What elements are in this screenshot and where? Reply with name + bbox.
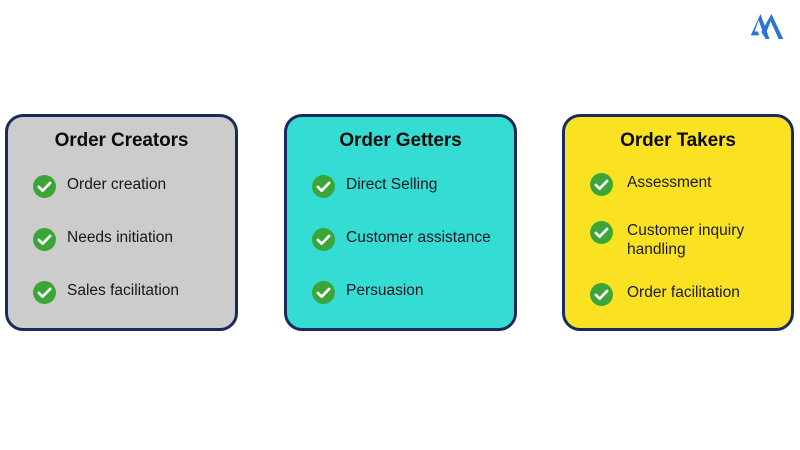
check-circle-icon <box>312 175 335 199</box>
check-circle-icon <box>312 228 335 251</box>
card-title: Order Getters <box>339 130 462 151</box>
list-item: Customer assistance <box>311 226 500 252</box>
list-item: Assessment <box>589 171 777 197</box>
card-item-list: Direct Selling Customer assistance Persu… <box>297 160 504 318</box>
list-item-label: Order facilitation <box>627 284 740 301</box>
list-item-label: Customer assistance <box>346 228 491 246</box>
list-item-label: Persuasion <box>346 281 424 299</box>
card-item-list: Order creation Needs initiation Sales fa… <box>18 160 225 318</box>
list-item-label: Needs initiation <box>67 228 173 246</box>
check-circle-icon <box>33 228 56 251</box>
list-item: Persuasion <box>311 279 500 305</box>
check-circle-icon <box>33 280 56 304</box>
check-circle-icon <box>590 173 613 196</box>
list-item: Customer inquiry handling <box>589 219 777 259</box>
list-item-label: Order creation <box>67 176 167 194</box>
card-item-list: Assessment Customer inquiry handling Ord… <box>575 160 781 318</box>
list-item-label: Customer inquiry handling <box>627 222 745 258</box>
list-item-label: Assessment <box>627 174 712 191</box>
list-item: Order facilitation <box>589 281 777 307</box>
check-circle-icon <box>33 175 56 199</box>
card-title: Order Creators <box>54 130 189 151</box>
card-row: Order Creators Order creation Needs init… <box>0 114 800 334</box>
brand-logo <box>750 11 784 43</box>
mountain-logo-icon <box>750 14 784 39</box>
card-title: Order Takers <box>620 130 736 151</box>
list-item-label: Sales facilitation <box>67 281 180 299</box>
list-item: Order creation <box>32 173 221 199</box>
list-item: Sales facilitation <box>32 279 221 305</box>
check-circle-icon <box>590 283 613 306</box>
card-order-takers[interactable]: Order Takers Assessment Customer inquiry… <box>562 114 794 331</box>
list-item-label: Direct Selling <box>346 176 438 194</box>
check-circle-icon <box>590 221 613 244</box>
card-order-getters[interactable]: Order Getters Direct Selling Customer as… <box>284 114 517 331</box>
list-item: Direct Selling <box>311 173 500 199</box>
list-item: Needs initiation <box>32 226 221 252</box>
check-circle-icon <box>312 280 335 304</box>
card-order-creators[interactable]: Order Creators Order creation Needs init… <box>5 114 238 331</box>
